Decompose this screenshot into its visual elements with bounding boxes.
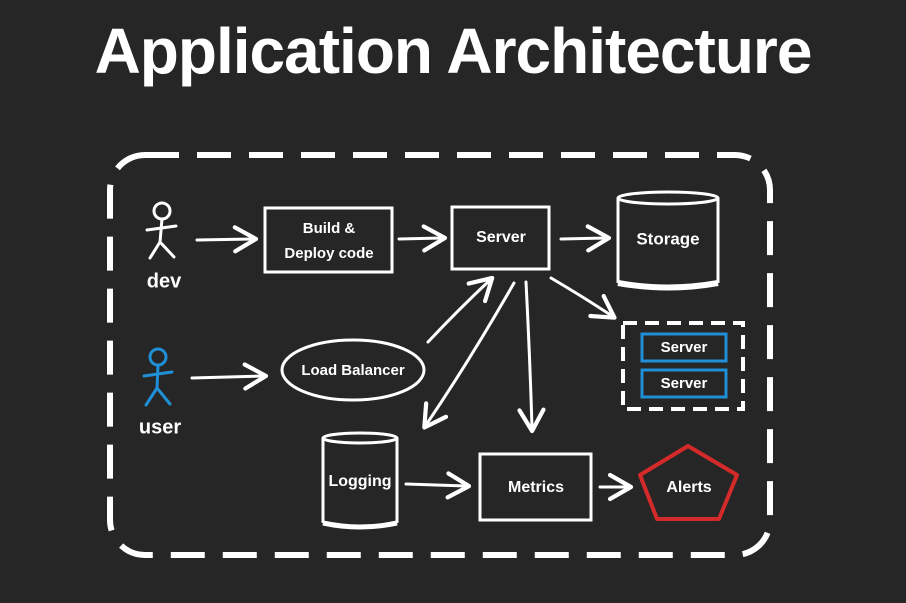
logging-label: Logging (328, 473, 391, 490)
arrow-server-to-storage (559, 224, 612, 253)
pool-server-label-2: Server (661, 375, 708, 392)
build-deploy-label-line1: Build & (303, 220, 356, 237)
alerts-pentagon (638, 444, 739, 521)
server-box (450, 205, 551, 271)
user-label: user (139, 416, 181, 438)
arrow-server-to-pool (549, 276, 617, 320)
build-deploy-label-line2: Deploy code (284, 245, 373, 262)
build-deploy-box (263, 206, 394, 274)
arrow-server-to-logging (422, 281, 516, 430)
arrow-lb-to-server (426, 275, 495, 344)
page-title: Application Architecture (94, 15, 813, 87)
metrics-label: Metrics (508, 479, 564, 496)
dev-label: dev (147, 270, 182, 292)
storage-cylinder (616, 190, 720, 291)
load-balancer-ellipse (280, 338, 426, 402)
user-figure-icon (142, 347, 174, 407)
dev-figure-icon (145, 201, 178, 260)
pool-server-box-2 (640, 368, 728, 399)
metrics-box (478, 452, 593, 522)
pool-server-label-1: Server (661, 339, 708, 356)
arrow-build-to-server (397, 224, 448, 253)
load-balancer-label: Load Balancer (301, 362, 405, 379)
server-pool-group (621, 321, 745, 411)
system-boundary (107, 152, 773, 558)
logging-cylinder (321, 431, 399, 530)
arrow-dev-to-build (195, 225, 259, 254)
arrow-user-to-lb (190, 362, 269, 391)
arrow-server-to-metrics (517, 280, 546, 434)
storage-label: Storage (636, 229, 699, 248)
alerts-label: Alerts (666, 479, 711, 496)
pool-server-box-1 (640, 332, 728, 363)
arrow-logging-to-metrics (404, 471, 472, 500)
server-label: Server (476, 229, 526, 246)
